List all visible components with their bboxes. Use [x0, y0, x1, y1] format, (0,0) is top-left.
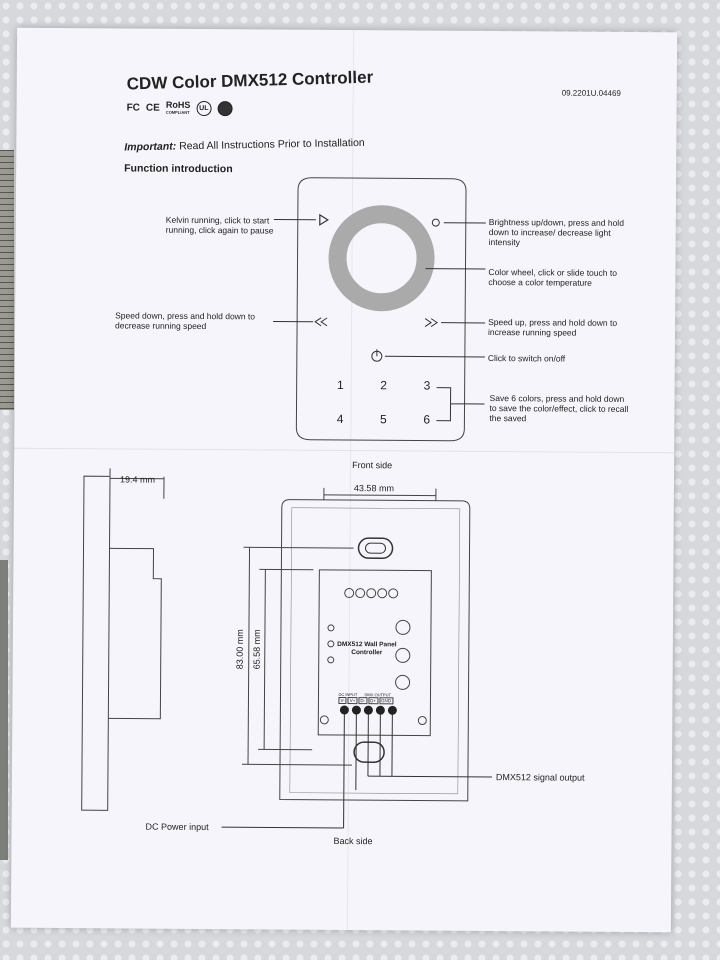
instruction-sheet: CDW Color DMX512 Controller 09.2201U.044…	[10, 27, 678, 933]
ruler-edge	[0, 150, 14, 410]
number-keypad: 1 2 3 4 5 6	[318, 378, 448, 427]
back-panel-outline	[279, 499, 471, 802]
speed-up-icon	[424, 318, 439, 328]
speed-down-icon	[314, 317, 328, 327]
front-panel-outline	[295, 177, 467, 442]
key-4: 4	[336, 411, 344, 426]
key-3: 3	[423, 378, 431, 393]
color-wheel-ring	[328, 205, 435, 312]
side-profile-outline	[81, 475, 111, 811]
depth-dimension: 19.4 mm	[119, 474, 156, 485]
save-label: Save 6 colors, press and hold down to sa…	[489, 393, 629, 424]
diagram-lines	[81, 177, 492, 829]
front-side-caption: Front side	[352, 460, 393, 471]
height-outer-dimension: 83.00 mm	[234, 629, 245, 670]
key-6: 6	[423, 412, 431, 427]
play-icon	[319, 213, 329, 226]
key-2: 2	[380, 378, 388, 393]
power-label: Click to switch on/off	[487, 353, 566, 364]
width-dimension: 43.58 mm	[353, 483, 395, 494]
height-inner-dimension: 65.58 mm	[251, 629, 262, 670]
brightness-label: Brightness up/down, press and hold down …	[488, 217, 624, 248]
ruler-edge-lower	[0, 560, 8, 860]
module-label: DMX512 Wall Panel Controller	[337, 640, 397, 657]
key-1: 1	[336, 377, 344, 392]
terminal-labels: V- V+ D- D+ GND	[338, 696, 394, 705]
key-5: 5	[380, 412, 387, 427]
dc-power-label: DC Power input	[145, 821, 209, 833]
speed-up-label: Speed up, press and hold down to increas…	[488, 317, 618, 338]
dmx-output-label: DMX512 signal output	[495, 772, 585, 783]
kelvin-label: Kelvin running, click to start running, …	[165, 214, 274, 236]
color-wheel-label: Color wheel, click or slide touch to cho…	[488, 267, 618, 288]
module-outline	[317, 569, 432, 737]
speed-down-label: Speed down, press and hold down to decre…	[115, 310, 256, 332]
brightness-icon	[431, 218, 440, 227]
back-side-caption: Back side	[333, 835, 373, 847]
